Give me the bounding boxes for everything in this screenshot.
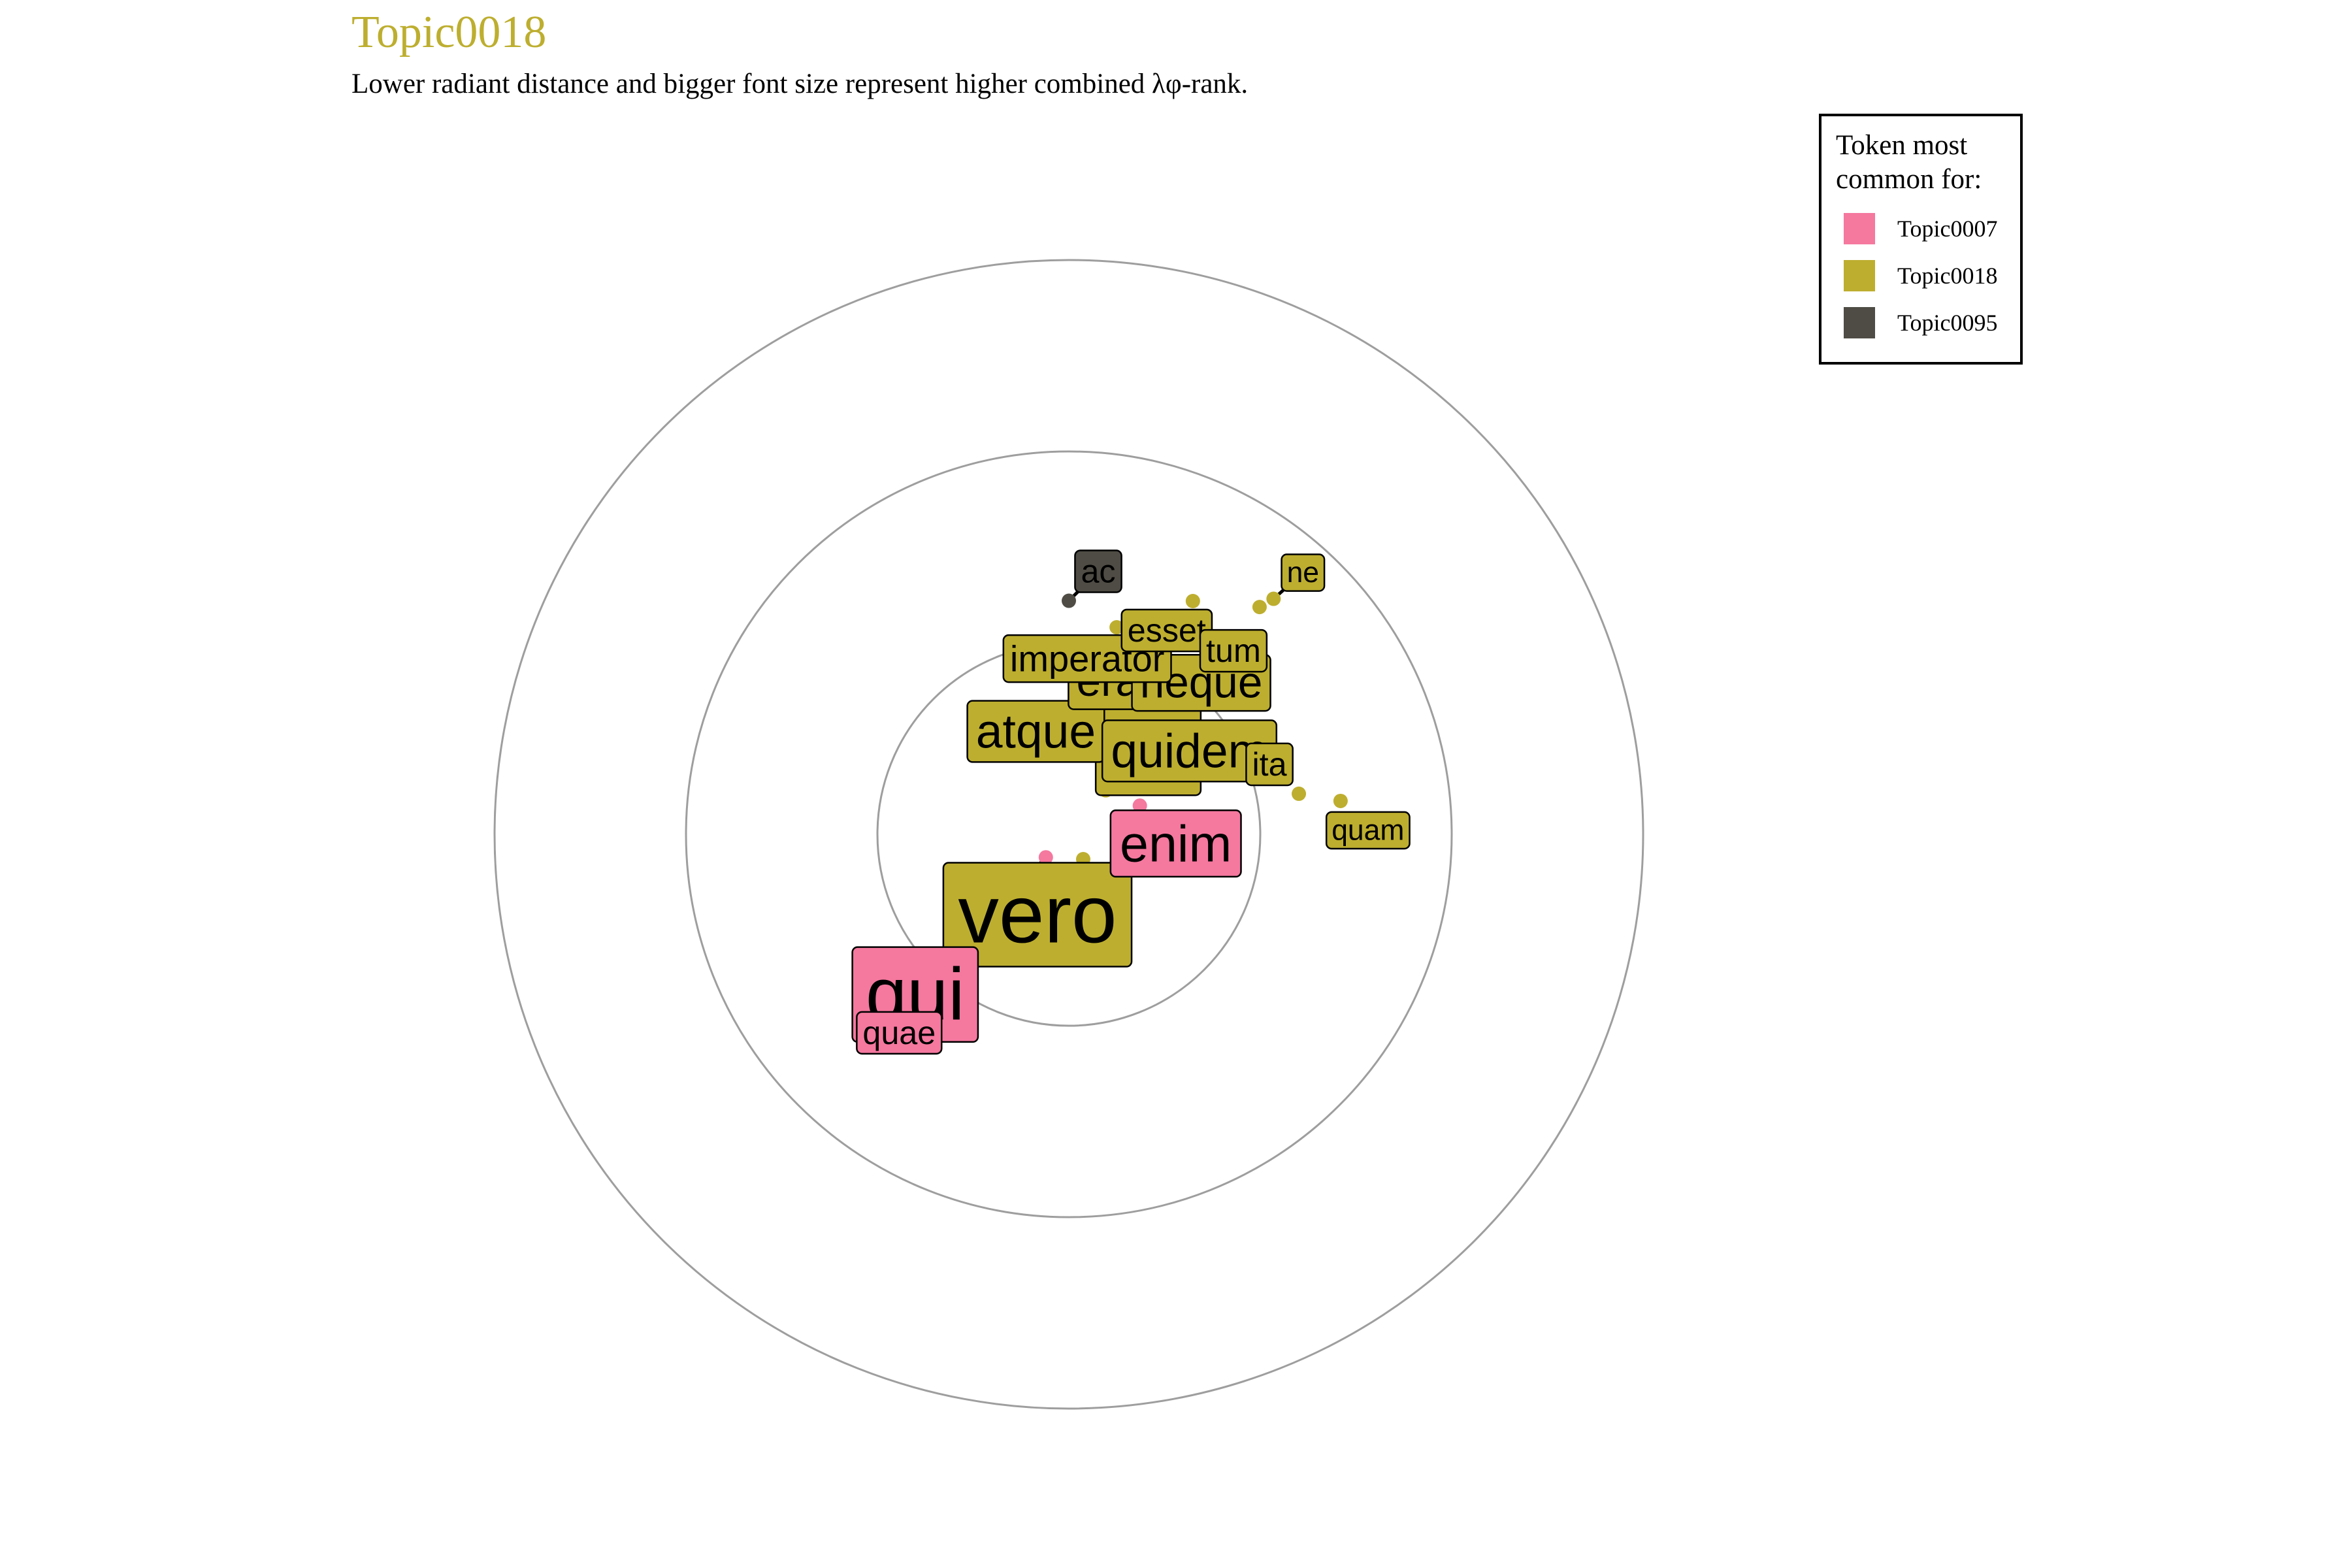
token-label-box (1074, 549, 1122, 593)
legend-label: Topic0095 (1897, 310, 1997, 336)
token-label-text: ac (1081, 553, 1115, 590)
chart-title: Topic0018 (351, 7, 546, 57)
token-label-text: esset (1128, 612, 1206, 649)
legend-swatch (1844, 213, 1875, 244)
token-label-box (1199, 629, 1268, 673)
chart-subtitle: Lower radiant distance and bigger font s… (351, 69, 1248, 99)
legend-label: Topic0007 (1897, 216, 1997, 242)
token-label-box (1281, 553, 1326, 592)
token-point (1038, 850, 1053, 865)
legend-swatch (1844, 307, 1875, 338)
legend-title-line1: Token most (1836, 130, 1967, 161)
token-label: ne (1281, 553, 1326, 592)
legend-swatch (1844, 260, 1875, 291)
token-label-text: quam (1331, 814, 1404, 846)
token-point (1109, 620, 1124, 635)
token-label-text: enim (1120, 815, 1232, 873)
radial-ring (685, 450, 1453, 1218)
radial-ring (493, 259, 1644, 1410)
token-label: enim (1109, 809, 1242, 878)
token-label-text: quidem (1111, 724, 1267, 777)
token-label-box (1245, 742, 1294, 787)
token-label-text: quae (862, 1015, 936, 1051)
token-label-text: vero (958, 870, 1117, 960)
radial-grid (493, 259, 1644, 1410)
token-label: ita (1245, 742, 1294, 787)
token-label-text: ita (1252, 746, 1286, 783)
token-labels: veroquiseenimatquequidemeratnequeimperat… (851, 549, 1411, 1055)
legend-title-line2: common for: (1836, 164, 1982, 195)
token-point (1185, 593, 1200, 608)
token-label: quae (856, 1011, 943, 1055)
token-label: vero (942, 862, 1133, 968)
token-point (1132, 798, 1147, 813)
token-label: quam (1325, 811, 1411, 850)
token-label: tum (1199, 629, 1268, 673)
token-point (1266, 591, 1281, 606)
token-label-box (942, 862, 1133, 968)
token-label: quidem (1101, 719, 1278, 783)
token-label-box (856, 1011, 943, 1055)
legend: Token most common for: Topic0007Topic001… (1819, 114, 2023, 365)
token-label: ac (1074, 549, 1122, 593)
token-point (1333, 793, 1348, 808)
token-label-text: ne (1287, 557, 1320, 589)
token-label: esset (1120, 608, 1213, 653)
token-point (1252, 600, 1267, 615)
token-point (1292, 786, 1307, 801)
token-label-box (1109, 809, 1242, 878)
legend-label: Topic0018 (1897, 263, 1997, 289)
token-label-text: tum (1206, 632, 1261, 669)
token-label-box (1325, 811, 1411, 850)
token-label: atque (966, 700, 1105, 763)
token-label-text: atque (976, 705, 1096, 759)
token-point (1062, 593, 1076, 608)
